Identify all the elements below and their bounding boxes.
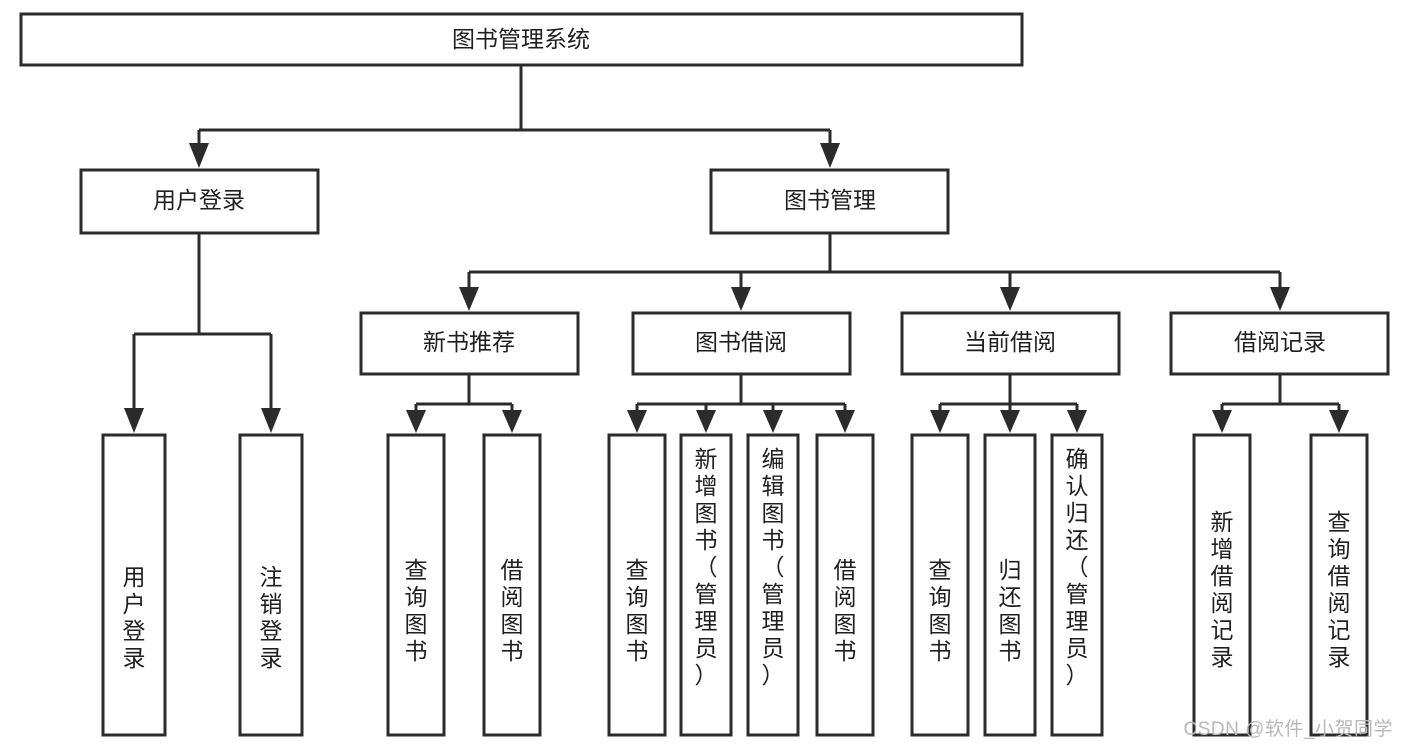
arrow-head-borrow-record xyxy=(1270,287,1290,311)
node-leaf-logout-box[interactable] xyxy=(238,433,304,737)
node-leaf-edit-book-admin-box[interactable] xyxy=(746,433,800,737)
node-leaf-borrow-book-2-box[interactable] xyxy=(815,433,875,737)
node-current-borrow-box[interactable] xyxy=(900,311,1121,376)
node-root-box[interactable] xyxy=(19,12,1024,67)
node-leaf-edit-book-admin-label: 编辑图书（管理员） xyxy=(762,446,785,688)
node-root-label: 图书管理系统 xyxy=(452,26,590,52)
node-leaf-logout[interactable]: 注销登录 xyxy=(238,433,304,737)
arrow-head-book-borrow xyxy=(731,287,751,311)
connector-group-current-borrow xyxy=(930,374,1087,433)
node-leaf-borrow-book-1-box[interactable] xyxy=(482,433,542,737)
node-leaf-return-book[interactable]: 归还图书 xyxy=(983,433,1037,737)
node-leaf-query-book-3-box[interactable] xyxy=(910,433,970,737)
arrow-head-leaf-confirm-return-admin xyxy=(1067,410,1087,433)
node-new-book-recommend-box[interactable] xyxy=(359,311,580,376)
node-book-manage-box[interactable] xyxy=(709,168,950,235)
node-leaf-query-book-1-box[interactable] xyxy=(386,433,446,737)
node-user-login[interactable]: 用户登录 xyxy=(79,168,320,235)
arrow-head-leaf-borrow-book-2 xyxy=(835,410,855,433)
arrow-head-new-book-recommend xyxy=(459,287,479,311)
node-leaf-query-book-3[interactable]: 查询图书 xyxy=(910,433,970,737)
arrow-head-book-manage xyxy=(820,143,840,168)
node-leaf-user-login[interactable]: 用户登录 xyxy=(101,433,167,737)
node-leaf-confirm-return-admin[interactable]: 确认归还（管理员） xyxy=(1050,433,1104,737)
node-leaf-return-book-label: 归还图书 xyxy=(999,557,1022,664)
connector-group-book-manage xyxy=(459,233,1290,311)
arrow-head-leaf-edit-book-admin xyxy=(763,410,783,433)
node-leaf-add-borrow-record-label: 新增借阅记录 xyxy=(1211,509,1234,670)
node-leaf-add-borrow-record[interactable]: 新增借阅记录 xyxy=(1192,433,1252,737)
node-leaf-add-book-admin-label: 新增图书（管理员） xyxy=(695,446,718,688)
node-leaf-query-book-2[interactable]: 查询图书 xyxy=(607,433,667,737)
arrow-head-leaf-borrow-book-1 xyxy=(502,410,522,433)
connector-group-user-login xyxy=(124,233,281,433)
arrow-head-leaf-query-book-2 xyxy=(627,410,647,433)
node-leaf-return-book-box[interactable] xyxy=(983,433,1037,737)
node-leaf-confirm-return-admin-label: 确认归还（管理员） xyxy=(1066,446,1089,688)
node-leaf-borrow-book-1[interactable]: 借阅图书 xyxy=(482,433,542,737)
node-leaf-query-borrow-record-label: 查询借阅记录 xyxy=(1328,509,1351,670)
node-leaf-borrow-book-1-label: 借阅图书 xyxy=(501,557,524,664)
node-root[interactable]: 图书管理系统 xyxy=(19,12,1024,67)
node-new-book-recommend[interactable]: 新书推荐 xyxy=(359,311,580,376)
arrow-head-user-login xyxy=(189,143,209,168)
node-leaf-add-book-admin[interactable]: 新增图书（管理员） xyxy=(679,433,733,737)
node-user-login-box[interactable] xyxy=(79,168,320,235)
node-book-borrow-box[interactable] xyxy=(631,311,852,376)
node-leaf-query-book-1-label: 查询图书 xyxy=(405,557,428,664)
connector-group-root xyxy=(189,65,840,168)
arrow-head-leaf-add-borrow-record xyxy=(1212,410,1232,433)
node-new-book-recommend-label: 新书推荐 xyxy=(423,329,515,355)
node-leaf-borrow-book-2-label: 借阅图书 xyxy=(834,557,857,664)
node-leaf-borrow-book-2[interactable]: 借阅图书 xyxy=(815,433,875,737)
node-book-manage[interactable]: 图书管理 xyxy=(709,168,950,235)
node-borrow-record-box[interactable] xyxy=(1169,311,1390,376)
node-current-borrow[interactable]: 当前借阅 xyxy=(900,311,1121,376)
node-leaf-user-login-box[interactable] xyxy=(101,433,167,737)
arrow-head-current-borrow xyxy=(1000,287,1020,311)
node-borrow-record[interactable]: 借阅记录 xyxy=(1169,311,1390,376)
arrow-head-leaf-user-login xyxy=(124,408,144,433)
node-book-borrow-label: 图书借阅 xyxy=(695,329,787,355)
node-leaf-query-borrow-record-box[interactable] xyxy=(1309,433,1369,737)
node-leaf-edit-book-admin[interactable]: 编辑图书（管理员） xyxy=(746,433,800,737)
node-user-login-label: 用户登录 xyxy=(153,187,245,213)
node-leaf-query-book-2-box[interactable] xyxy=(607,433,667,737)
node-leaf-add-borrow-record-box[interactable] xyxy=(1192,433,1252,737)
arrow-head-leaf-query-book-3 xyxy=(930,410,950,433)
node-leaf-add-book-admin-box[interactable] xyxy=(679,433,733,737)
node-leaf-query-book-2-label: 查询图书 xyxy=(626,557,649,664)
arrow-head-leaf-logout xyxy=(261,408,281,433)
node-book-borrow[interactable]: 图书借阅 xyxy=(631,311,852,376)
node-current-borrow-label: 当前借阅 xyxy=(964,329,1056,355)
arrow-head-leaf-add-book-admin xyxy=(696,410,716,433)
node-leaf-query-book-1[interactable]: 查询图书 xyxy=(386,433,446,737)
node-leaf-query-borrow-record[interactable]: 查询借阅记录 xyxy=(1309,433,1369,737)
connector-group-borrow-record xyxy=(1212,374,1349,433)
arrow-head-leaf-query-book-1 xyxy=(406,410,426,433)
connector-group-new-book-recommend xyxy=(406,374,522,433)
arrow-head-leaf-query-borrow-record xyxy=(1329,410,1349,433)
node-leaf-user-login-label: 用户登录 xyxy=(123,564,146,671)
connector-group-book-borrow xyxy=(627,374,855,433)
node-leaf-query-book-3-label: 查询图书 xyxy=(929,557,952,664)
node-leaf-logout-label: 注销登录 xyxy=(260,564,283,671)
node-borrow-record-label: 借阅记录 xyxy=(1234,329,1326,355)
arrow-head-leaf-return-book xyxy=(1000,410,1020,433)
node-leaf-confirm-return-admin-box[interactable] xyxy=(1050,433,1104,737)
node-book-manage-label: 图书管理 xyxy=(784,187,876,213)
